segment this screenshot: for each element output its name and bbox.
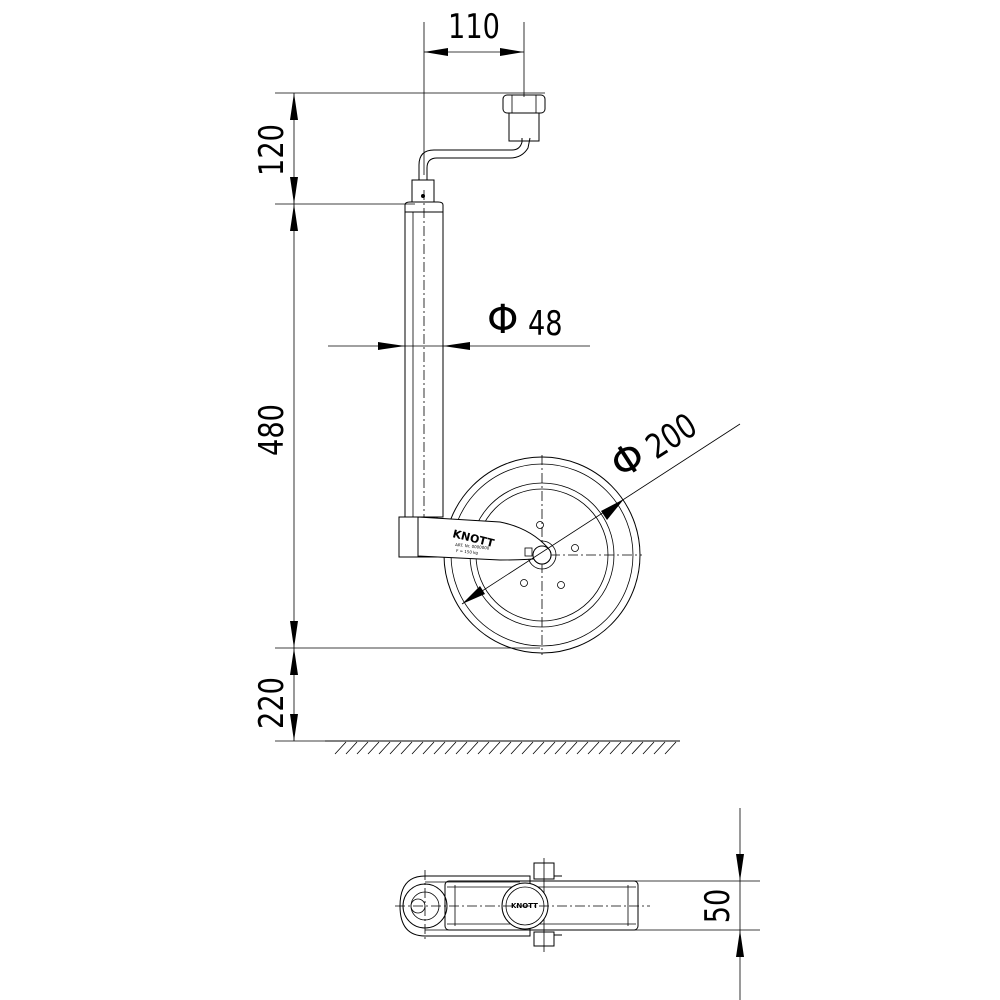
ground-hatch-line (631, 741, 644, 755)
rim-hole (557, 581, 565, 589)
dimension-tube-diameter-value: 48 (528, 304, 563, 344)
ground-hatch-line (356, 741, 369, 755)
crank-knob-cap (502, 94, 546, 114)
dimension-vertical-chain: 120 480 220 (252, 93, 298, 741)
ground-hatch-line (433, 741, 446, 755)
ground-hatch-line (345, 741, 358, 755)
ground-hatch-line (378, 741, 391, 755)
ground-hatch-line (422, 741, 435, 755)
ground-hatch-line (554, 741, 567, 755)
crank-knob-grip (508, 112, 540, 142)
ground-hatch-line (389, 741, 402, 755)
wheel-fork: KNOTT ART. Nr. 0000000 F = 150 kg (417, 516, 552, 565)
ground-hatch-line (543, 741, 556, 755)
ground-hatch-line (642, 741, 655, 755)
ground-hatch-line (532, 741, 545, 755)
dimension-ground-clearance-value: 220 (252, 677, 292, 729)
tube-diameter-symbol: Φ (487, 297, 518, 343)
ground-hatch-line (576, 741, 589, 755)
ground-line (325, 740, 680, 755)
rim-hole (536, 521, 544, 529)
ground-hatch-line (466, 741, 479, 755)
ground-hatch-line (653, 741, 666, 755)
fork-load-rating: F = 150 kg (456, 548, 479, 555)
dimension-wheel-width-value: 50 (698, 889, 738, 924)
ground-hatch-line (587, 741, 600, 755)
dimension-crank-offset-value: 110 (448, 7, 500, 47)
ground-hatch-line (334, 741, 347, 755)
ground-hatch-line (620, 741, 633, 755)
ground-hatch-line (400, 741, 413, 755)
ground-hatch-line (367, 741, 380, 755)
ground-hatch-line (598, 741, 611, 755)
dimension-wheel-diameter-value: 200 (639, 406, 704, 468)
rim-hole (520, 579, 528, 587)
ground-hatch-line (510, 741, 523, 755)
fork-article-number: ART. Nr. 0000000 (455, 542, 490, 551)
ground-hatch-line (411, 741, 424, 755)
extension-lines (275, 22, 545, 742)
ground-hatch-line (664, 741, 677, 755)
dimension-tube-length-value: 480 (252, 404, 292, 456)
tyre-top-outline (444, 880, 639, 931)
dimension-crank-height-value: 120 (252, 124, 292, 176)
rim-hole (571, 544, 579, 552)
dimension-tube-diameter: Φ 48 (328, 297, 590, 350)
ground-hatch-line (565, 741, 578, 755)
ground-hatch-line (499, 741, 512, 755)
top-view: KNOTT 50 (395, 808, 760, 1000)
ground-hatch-line (444, 741, 457, 755)
ground-hatch-line (477, 741, 490, 755)
crank-handle (418, 94, 546, 180)
ground-hatch-line (488, 741, 501, 755)
dimension-wheel-diameter: Φ 200 (461, 406, 741, 605)
ground-hatch-line (455, 741, 468, 755)
dimension-crank-offset: 110 (424, 7, 524, 56)
ground-hatch-line (521, 741, 534, 755)
side-view: KNOTT ART. Nr. 0000000 F = 150 kg 110 (252, 7, 741, 755)
support-tube (398, 190, 444, 558)
ground-hatch-line (609, 741, 622, 755)
